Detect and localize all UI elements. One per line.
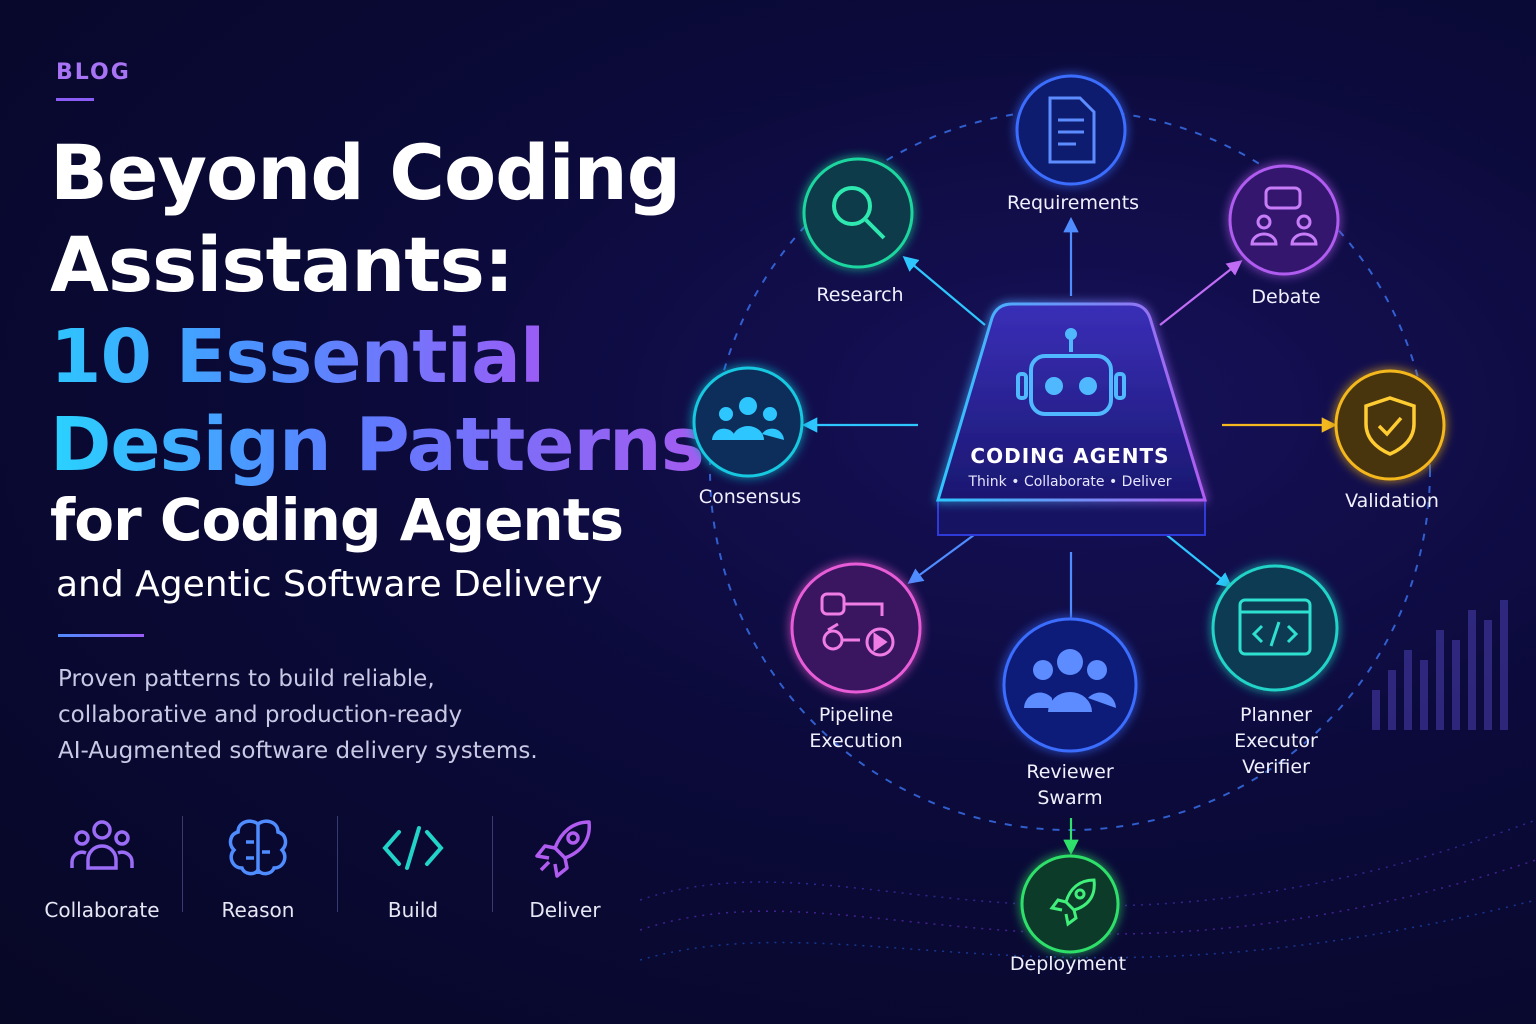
feature-separator	[337, 816, 338, 912]
description-line-3: AI-Augmented software delivery systems.	[58, 738, 538, 764]
feature-build: Build	[343, 812, 483, 922]
node-consensus	[692, 366, 804, 478]
label-planner-line-3: Verifier	[1242, 756, 1310, 778]
node-validation	[1334, 369, 1446, 481]
label-pipeline-line-1: Pipeline	[818, 704, 894, 726]
node-reviewer-swarm	[1002, 617, 1138, 753]
feature-collaborate: Collaborate	[32, 812, 172, 922]
feature-label: Build	[387, 898, 439, 922]
title-line-2: Assistants:	[50, 220, 514, 309]
chat-people-icon	[1250, 186, 1318, 246]
node-requirements	[1015, 74, 1127, 186]
brain-icon	[228, 819, 288, 876]
subtitle-line-2: and Agentic Software Delivery	[56, 564, 603, 605]
label-debate: Debate	[1251, 286, 1321, 308]
label-planner: Planner Executor Verifier	[1176, 702, 1376, 780]
rocket-icon	[535, 820, 591, 878]
document-icon	[1048, 96, 1096, 164]
label-validation: Validation	[1345, 490, 1439, 512]
shield-check-icon	[1364, 396, 1416, 456]
robot-icon	[1016, 328, 1126, 416]
feature-label: Collaborate	[44, 898, 160, 922]
node-pipeline	[790, 562, 922, 694]
label-pipeline: Pipeline Execution	[756, 702, 956, 754]
tag-underline	[56, 98, 94, 101]
feature-label: Deliver	[529, 898, 601, 922]
title-line-1: Beyond Coding	[50, 128, 681, 217]
group-icon	[712, 397, 784, 440]
team-icon	[1024, 649, 1116, 712]
blog-tag: BLOG	[56, 60, 131, 85]
highlight-line-1: 10 Essential	[50, 314, 545, 400]
node-planner	[1211, 564, 1339, 692]
hub-tagline: Think • Collaborate • Deliver	[968, 474, 1172, 490]
label-planner-line-1: Planner	[1240, 704, 1312, 726]
connectors	[801, 216, 1338, 856]
label-pipeline-line-2: Execution	[809, 730, 903, 752]
hub-title: CODING AGENTS	[970, 444, 1170, 468]
label-planner-line-2: Executor	[1234, 730, 1318, 752]
decorative-bars	[1372, 600, 1508, 730]
subtitle-line-1: for Coding Agents	[50, 486, 624, 554]
decorative-wave	[639, 819, 1536, 961]
description-line-2: collaborative and production-ready	[58, 702, 463, 728]
label-reviewer-line-1: Reviewer	[1026, 761, 1114, 783]
feature-separator	[492, 816, 493, 912]
label-consensus: Consensus	[698, 486, 802, 508]
code-window-icon	[1238, 598, 1312, 656]
people-icon	[70, 820, 134, 870]
divider	[58, 634, 144, 637]
feature-separator	[182, 816, 183, 912]
rocket-icon	[1049, 878, 1096, 927]
label-requirements: Requirements	[1006, 192, 1140, 214]
code-icon	[382, 826, 444, 870]
label-reviewer: Reviewer Swarm	[970, 759, 1170, 811]
hub-coding-agents	[935, 302, 1208, 536]
node-research	[802, 157, 914, 269]
feature-reason: Reason	[188, 812, 328, 922]
description-line-1: Proven patterns to build reliable,	[58, 666, 435, 692]
label-reviewer-line-2: Swarm	[1037, 787, 1103, 809]
hero-text: BLOG Beyond Coding Assistants: 10 Essent…	[0, 0, 704, 1024]
label-research: Research	[816, 284, 904, 306]
feature-label: Reason	[221, 898, 295, 922]
node-deployment	[1020, 854, 1120, 954]
highlight-line-2: Design Patterns	[50, 402, 705, 488]
feature-deliver: Deliver	[495, 812, 635, 922]
node-debate	[1228, 164, 1340, 276]
label-deployment: Deployment	[1009, 953, 1127, 975]
search-icon	[832, 186, 886, 240]
pipeline-icon	[820, 592, 895, 657]
